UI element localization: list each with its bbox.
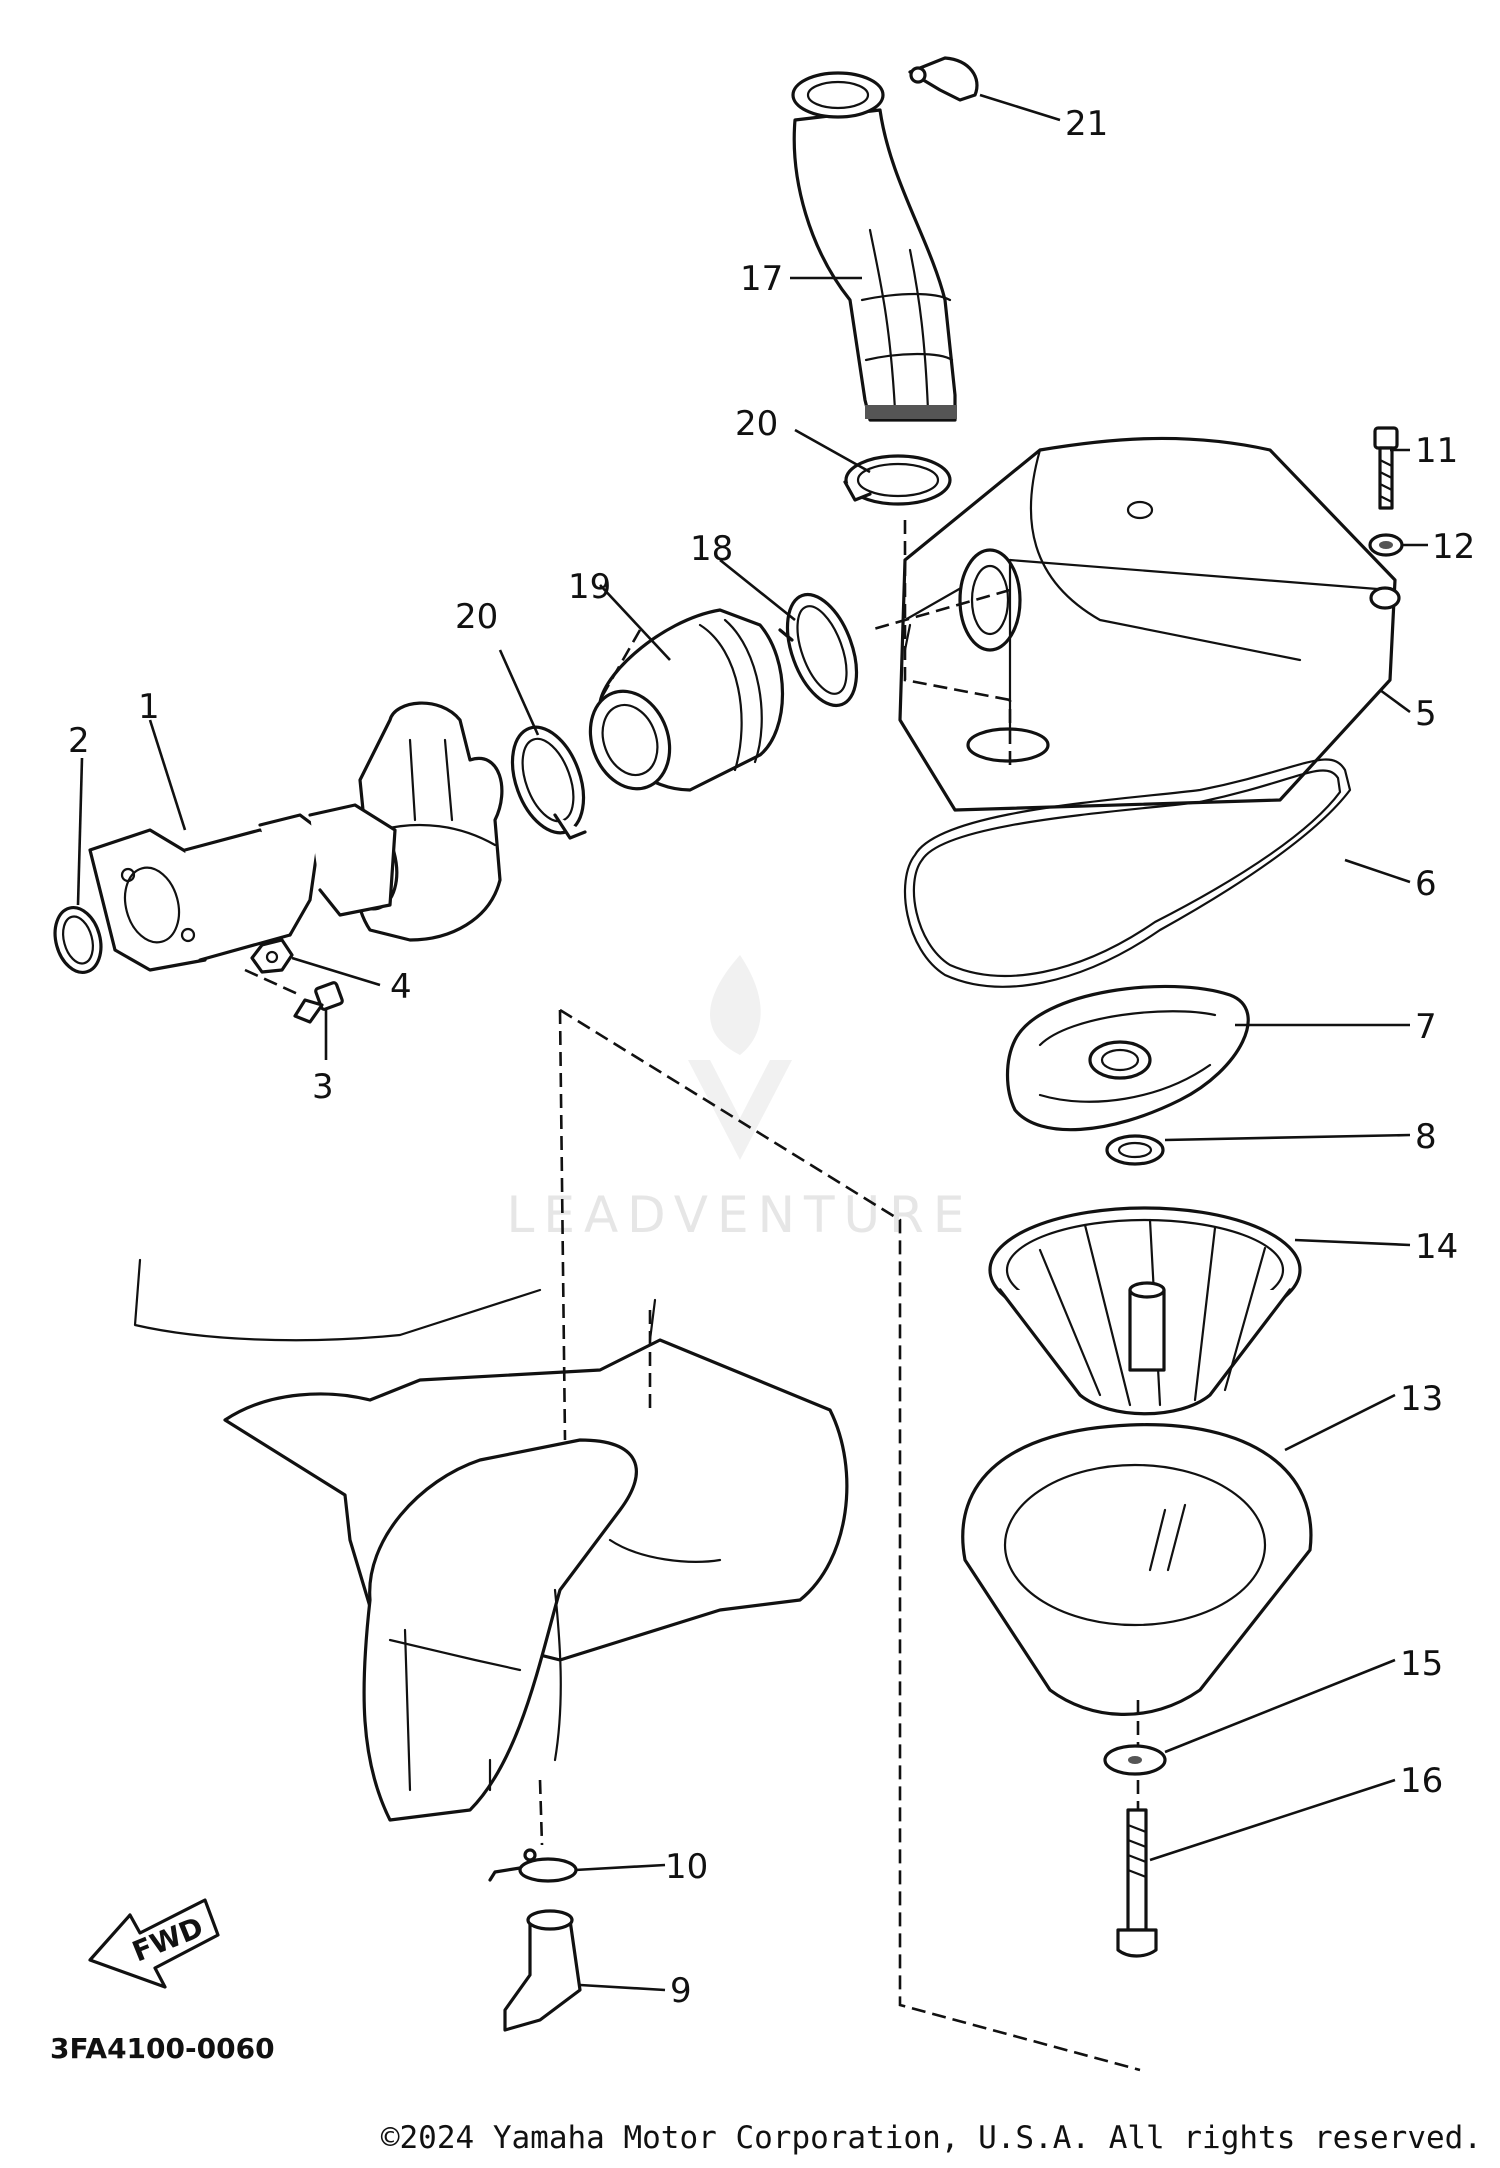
part-8-o-ring — [1105, 1134, 1165, 1166]
callout-15: 15 — [1400, 1644, 1443, 1684]
part-7-filter-element-plate — [1005, 984, 1250, 1132]
callout-14: 14 — [1415, 1227, 1458, 1267]
part-11-bolt — [1373, 426, 1399, 510]
watermark: LEADVENTURE — [507, 955, 974, 1244]
watermark-text: LEADVENTURE — [507, 1186, 974, 1244]
callout-21: 21 — [1065, 104, 1108, 144]
part-21-sensor-connector — [908, 56, 979, 102]
callout-11: 11 — [1415, 431, 1458, 471]
callouts: 1 2 3 4 5 6 7 8 9 10 11 12 13 14 15 16 1… — [68, 104, 1475, 2011]
part-6-gasket — [903, 758, 1352, 988]
part-9-drain-cap — [503, 1909, 582, 2032]
callout-20-upper: 20 — [735, 404, 778, 444]
part-20-hose-clamp-lower — [510, 725, 587, 840]
part-3-bolt — [293, 981, 344, 1024]
callout-9: 9 — [670, 1971, 692, 2011]
part-14-element-guide — [988, 1206, 1302, 1416]
part-13-air-filter-element — [961, 1423, 1313, 1716]
callout-18: 18 — [690, 529, 733, 569]
part-19-air-filter-joint — [588, 608, 784, 792]
part-15-washer — [1103, 1744, 1167, 1776]
callout-16: 16 — [1400, 1761, 1443, 1801]
callout-20-lower: 20 — [455, 597, 498, 637]
callout-6: 6 — [1415, 864, 1437, 904]
callout-13: 13 — [1400, 1379, 1443, 1419]
callout-17: 17 — [740, 259, 783, 299]
part-10-clip — [488, 1848, 578, 1883]
part-20-hose-clamp-upper — [843, 454, 952, 506]
assembly-lines — [244, 520, 1141, 2072]
part-5-air-filter-case-cover — [898, 436, 1401, 812]
part-4-nut — [250, 938, 294, 974]
air-filter-case-body — [133, 1258, 849, 1822]
callout-10: 10 — [665, 1847, 708, 1887]
part-16-bolt — [1116, 1808, 1158, 1958]
part-1-carburetor-joint — [88, 803, 399, 972]
callout-19: 19 — [568, 567, 611, 607]
diagram-code: 3FA4100-0060 — [50, 2032, 275, 2065]
callout-7: 7 — [1415, 1007, 1437, 1047]
fwd-arrow: FWD — [88, 1898, 220, 1989]
callout-4: 4 — [390, 967, 412, 1007]
watermark-logo-icon — [688, 955, 792, 1160]
callout-12: 12 — [1432, 527, 1475, 567]
callout-5: 5 — [1415, 694, 1437, 734]
callout-3: 3 — [312, 1067, 334, 1107]
callout-8: 8 — [1415, 1117, 1437, 1157]
copyright-notice: ©2024 Yamaha Motor Corporation, U.S.A. A… — [381, 2120, 1482, 2156]
part-2-o-ring — [53, 906, 103, 974]
part-12-washer — [1368, 533, 1404, 557]
part-17-intake-duct — [791, 71, 957, 422]
leader-lines — [76, 93, 1428, 1992]
callout-2: 2 — [68, 721, 90, 761]
part-18-hose-clamp — [778, 592, 859, 708]
callout-1: 1 — [138, 687, 160, 727]
